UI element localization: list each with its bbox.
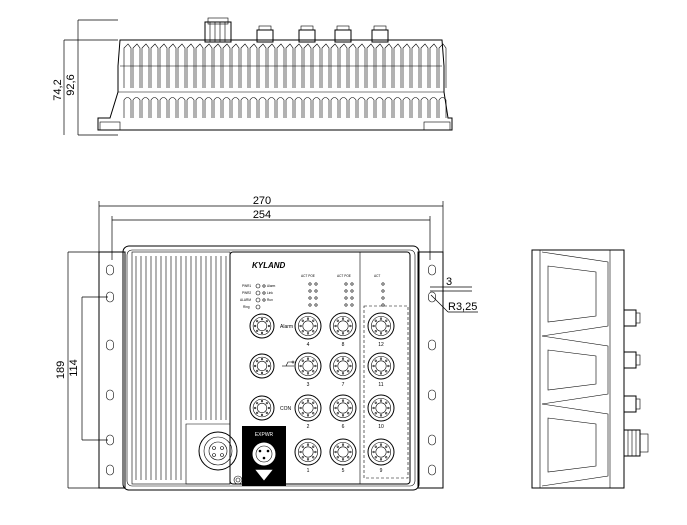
group-label-2: ACT POE [337,274,351,278]
group-label-3: ACT [374,274,380,278]
led-label-alarm: ALARM [240,298,251,302]
port-number-label: 1 [307,468,310,474]
top-connector-4 [371,25,389,43]
height-body-label: 74,2 [52,79,64,100]
ethernet-port: 3 [294,352,322,388]
width-total-label: 270 [253,195,271,207]
ethernet-port: 12 [367,312,395,348]
led-label-alarm2: Alarm [267,284,276,288]
port-number-label: 9 [380,468,383,474]
lower-fins [123,97,447,118]
width-inner-label: 254 [253,209,271,221]
ethernet-port: 4 [294,312,322,348]
ethernet-port: 7 [329,352,357,388]
side-connector-nub-3 [623,395,641,413]
led-label-ring: Ring [243,305,250,309]
side-view [531,249,649,489]
side-connector-nub-2 [623,351,641,369]
led-label-pwr1: PWR1 [242,284,251,288]
port-number-label: 6 [342,424,345,430]
left-port-1 [249,313,275,339]
status-led-block: PWR1 PWR2 ALARM Ring Alarm Link Run [240,283,276,310]
top-connector-1 [256,25,274,43]
port-number-label: 3 [307,382,310,388]
left-port-2 [249,353,275,379]
console-port-label: CON [280,406,292,412]
port-number-label: 5 [342,468,345,474]
left-port-3 [249,395,275,421]
height-total-label: 92,6 [65,74,77,95]
led-label-run: Run [267,298,273,302]
offset-dimension-label: 3 [446,276,452,288]
ground-symbol-icon [255,469,273,481]
top-connector-2 [298,25,316,43]
ethernet-port: 11 [367,352,395,388]
ethernet-port: 6 [329,394,357,430]
port-led-columns [308,282,385,307]
port-number-label: 12 [378,342,384,348]
ethernet-port: 5 [329,438,357,474]
port-number-label: 11 [378,382,383,388]
port-number-label: 10 [378,424,384,430]
usb-symbol-icon [282,360,295,367]
side-connector-nub-1 [623,309,641,327]
led-label-link: Link [267,291,273,295]
ethernet-port: 10 [367,394,395,430]
ethernet-port: 2 [294,394,322,430]
ethernet-port: 1 [294,438,322,474]
port-number-label: 4 [307,342,310,348]
ethernet-port: 8 [329,312,357,348]
group-label-1: ACT POE [301,274,315,278]
exp-power-label: EXPWR [255,432,274,438]
top-elevation-view [97,17,453,131]
depth-mount-label: 114 [68,359,80,377]
radius-dimension-label: R3,25 [448,301,477,313]
side-m12-connector-icon [623,429,649,457]
top-connector-3 [334,25,352,43]
power-input-connector [198,431,238,471]
alarm-port-label: Alarm [280,324,293,330]
brand-logo: KYLAND [252,261,286,270]
ethernet-port: 9 [367,438,395,474]
front-view: 270 254 KYLAND ACT POE ACT POE ACT PWR1 … [55,195,478,491]
depth-total-label: 189 [55,361,67,379]
exp-power-block: EXPWR [242,426,286,486]
port-number-label: 7 [342,382,345,388]
height-dimensions: 92,6 74,2 [52,19,118,136]
heatsink-fins-icon [123,43,447,88]
m12-connector-icon [204,17,232,43]
front-heatsink-fins [135,256,227,480]
led-label-pwr2: PWR2 [242,291,251,295]
port-number-label: 8 [342,342,345,348]
port-number-label: 2 [307,424,310,430]
